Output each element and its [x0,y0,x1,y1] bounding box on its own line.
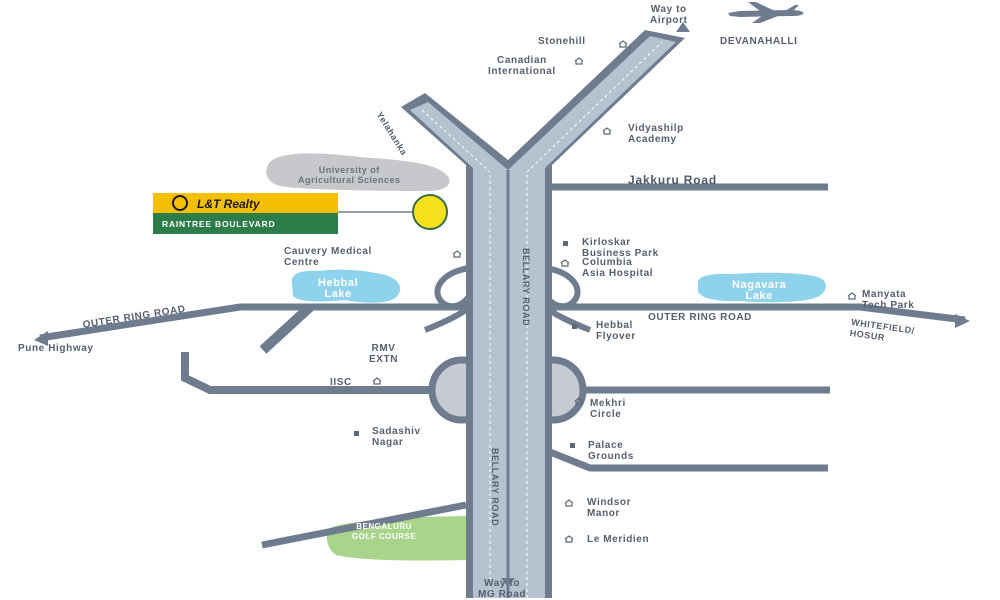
building-icon [564,535,574,543]
label-iisc: IISC [330,377,352,388]
label-bellary-road-south: BELLARY ROAD [490,448,500,527]
arrow-left-icon [34,331,48,346]
building-icon [560,259,570,267]
bellary-road [401,30,685,598]
building-icon [618,40,628,48]
location-dot [572,324,577,329]
label-jakkuru-road: Jakkuru Road [628,173,717,187]
label-devanahalli: DEVANAHALLI [720,36,798,47]
label-outer-ring-road-east: OUTER RING ROAD [648,312,752,323]
lt-logo-icon [172,195,188,211]
project-banner [153,213,338,234]
arrow-down-icon [501,578,515,587]
location-dot [570,443,575,448]
brand-banner [153,193,338,213]
building-icon [564,499,574,507]
label-le-meridien: Le Meridien [587,534,650,545]
label-pune-highway: Pune Highway [18,343,94,354]
project-location-marker [412,194,448,230]
building-icon [847,292,857,300]
building-icon [574,57,584,65]
building-icon [372,377,382,385]
arrow-up-icon [676,22,690,32]
building-icon [602,127,612,135]
university-area [266,153,450,192]
hebbal-lake [291,269,401,303]
brand-name: L&T Realty [197,197,260,211]
airplane-icon [728,2,804,23]
location-dot [354,431,359,436]
building-icon [574,397,584,405]
label-bellary-road-north: BELLARY ROAD [521,248,531,327]
location-dot [563,241,568,246]
nagavara-lake [697,272,826,303]
building-icon [452,250,462,258]
label-stonehill: Stonehill [538,36,586,47]
project-name: RAINTREE BOULEVARD [162,219,276,229]
arrow-right-icon [955,314,970,328]
